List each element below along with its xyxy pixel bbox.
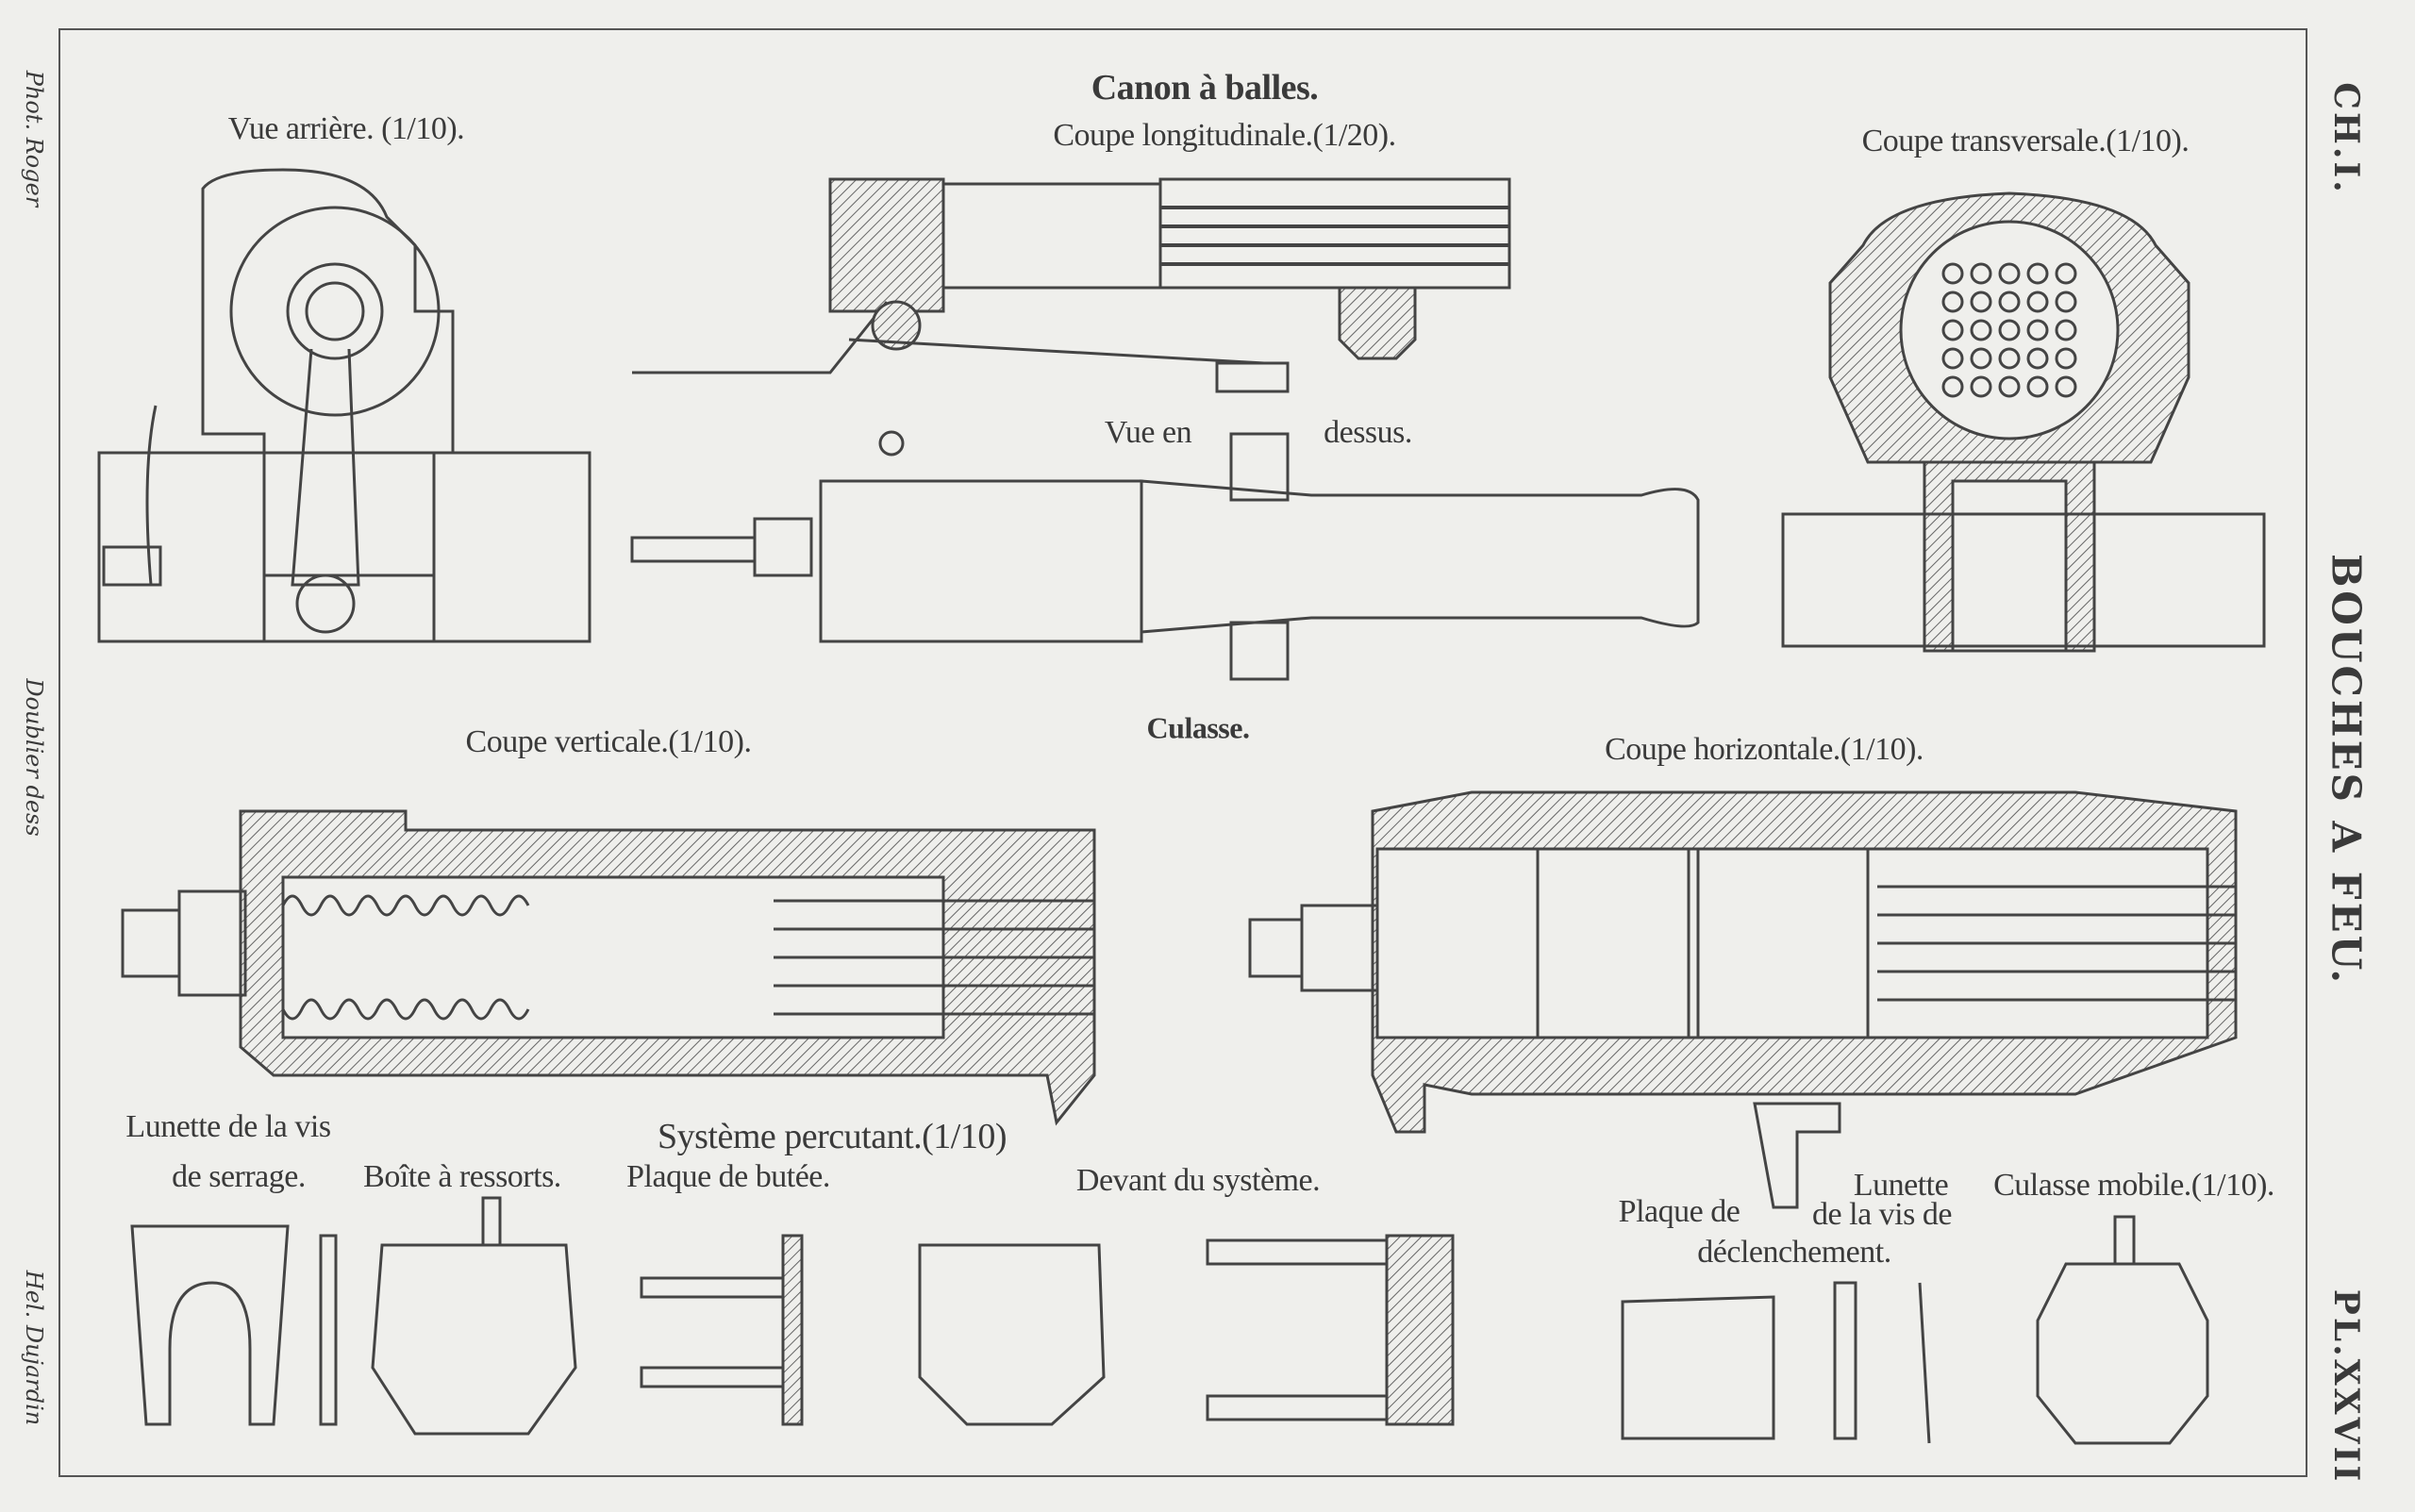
- vertical-section-drawing: [121, 809, 1096, 1126]
- label-top-view-a: Vue en: [1104, 415, 1192, 450]
- credit-photo: Phot. Roger: [21, 70, 47, 208]
- plate-title: Canon à balles.: [1091, 68, 1319, 108]
- label-system-front: Devant du système.: [1075, 1163, 1321, 1198]
- label-longitudinal-section: Coupe longitudinale.(1/20).: [1053, 118, 1396, 153]
- label-rear-view: Vue arrière. (1/10).: [227, 111, 465, 146]
- top-view-drawing: [630, 430, 1700, 681]
- parts-drawings: [130, 1196, 2209, 1445]
- label-release-plate: Plaque de: [1618, 1194, 1740, 1229]
- label-firing-system: Système percutant.(1/10): [657, 1117, 1008, 1156]
- longitudinal-section-drawing: [632, 177, 1511, 393]
- barrel-grid: [1941, 262, 2077, 398]
- plate-border: [58, 28, 2307, 1477]
- label-mobile-breech: Culasse mobile.(1/10).: [1993, 1168, 2274, 1203]
- label-clamp-ring-b: de serrage.: [172, 1159, 306, 1194]
- label-transverse-section: Coupe transversale.(1/10).: [1861, 124, 2190, 158]
- label-breech: Culasse.: [1146, 710, 1250, 745]
- label-top-view-b: dessus.: [1324, 415, 1412, 450]
- label-stop-plate: Plaque de butée.: [626, 1159, 830, 1194]
- label-release-ring-b: de la vis de: [1812, 1197, 1952, 1232]
- chapter-label: CH.I.: [2326, 82, 2366, 195]
- label-release: déclenchement.: [1697, 1235, 1891, 1270]
- rear-view-drawing: [97, 168, 591, 643]
- label-clamp-ring-a: Lunette de la vis: [125, 1109, 331, 1144]
- section-label: BOUCHES A FEU.: [2323, 553, 2370, 987]
- credit-engraver: Hel. Dujardin: [21, 1270, 47, 1426]
- label-spring-box: Boîte à ressorts.: [363, 1159, 561, 1194]
- transverse-section-drawing: [1781, 191, 2266, 653]
- label-horizontal-section: Coupe horizontale.(1/10).: [1605, 732, 1924, 767]
- horizontal-section-drawing: [1248, 790, 2238, 1209]
- label-release-ring-a: Lunette: [1853, 1168, 1949, 1203]
- credit-drawer: Doublier dess: [21, 678, 47, 837]
- plate-number: PL.XXVII: [2326, 1288, 2366, 1485]
- label-vertical-section: Coupe verticale.(1/10).: [465, 724, 752, 759]
